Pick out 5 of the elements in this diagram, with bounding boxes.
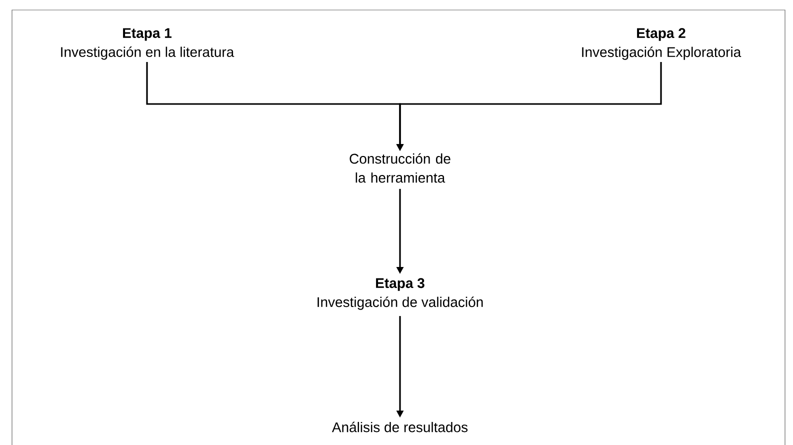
- stage-label: Etapa 2 Investigación Exploratoria: [582, 28, 742, 60]
- stage-label: Etapa 3 Investigación de validación: [318, 278, 483, 310]
- step-label: Análisis de resultados: [332, 422, 468, 432]
- stage-label: Etapa 1 Investigación en la literatura: [61, 28, 234, 60]
- step-label: Construcción de la herramienta: [350, 153, 450, 183]
